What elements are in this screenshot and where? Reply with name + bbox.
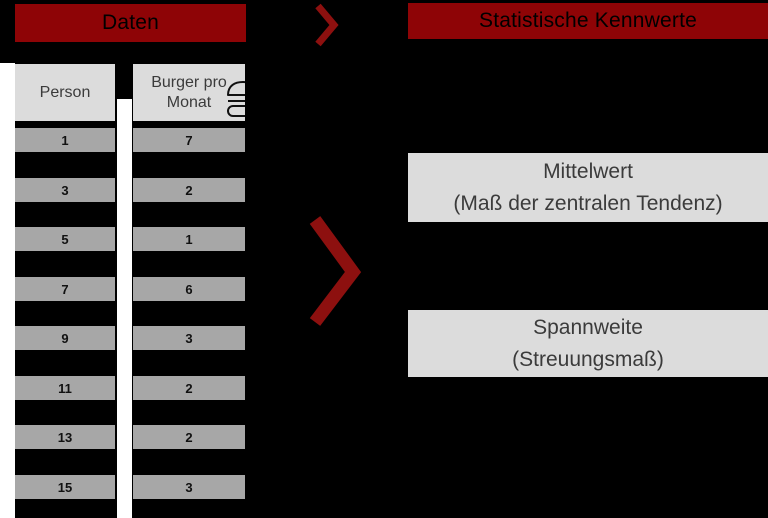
burger-cell: 2	[133, 178, 245, 202]
burger-cell: 2	[133, 376, 245, 400]
burger-header-label: Burger pro Monat	[151, 74, 227, 111]
mittelwert-subtitle: (Maß der zentralen Tendenz)	[453, 191, 723, 215]
burger-cell: 3	[133, 326, 245, 350]
spannweite-title: Spannweite	[533, 315, 643, 339]
mittelwert-title: Mittelwert	[543, 159, 633, 183]
person-cell: 11	[15, 376, 115, 400]
burger-cell: 6	[133, 277, 245, 301]
mittelwert-box: Mittelwert (Maß der zentralen Tendenz)	[408, 153, 768, 222]
table-header-person: Person	[15, 64, 115, 121]
person-cell: 15	[15, 475, 115, 499]
burger-cell: 7	[133, 128, 245, 152]
chevron-right-icon	[315, 3, 339, 47]
kennwerte-banner-label: Statistische Kennwerte	[478, 9, 697, 32]
table-header-burger: Burger pro Monat	[133, 64, 245, 121]
kennwerte-banner: Statistische Kennwerte	[408, 3, 768, 39]
person-cell: 1	[15, 128, 115, 152]
person-cell: 9	[15, 326, 115, 350]
person-header-label: Person	[39, 83, 91, 101]
chevron-right-icon	[309, 216, 362, 326]
daten-banner: Daten	[15, 4, 246, 42]
table-column-divider	[117, 99, 132, 518]
person-cell: 7	[15, 277, 115, 301]
person-cell: 13	[15, 425, 115, 449]
table-left-border	[0, 63, 15, 518]
burger-cell: 2	[133, 425, 245, 449]
daten-banner-label: Daten	[101, 11, 160, 34]
burger-icon	[227, 81, 245, 117]
burger-cell: 3	[133, 475, 245, 499]
person-cell: 3	[15, 178, 115, 202]
burger-cell: 1	[133, 227, 245, 251]
spannweite-subtitle: (Streuungsmaß)	[512, 347, 664, 371]
person-cell: 5	[15, 227, 115, 251]
spannweite-box: Spannweite (Streuungsmaß)	[408, 310, 768, 377]
